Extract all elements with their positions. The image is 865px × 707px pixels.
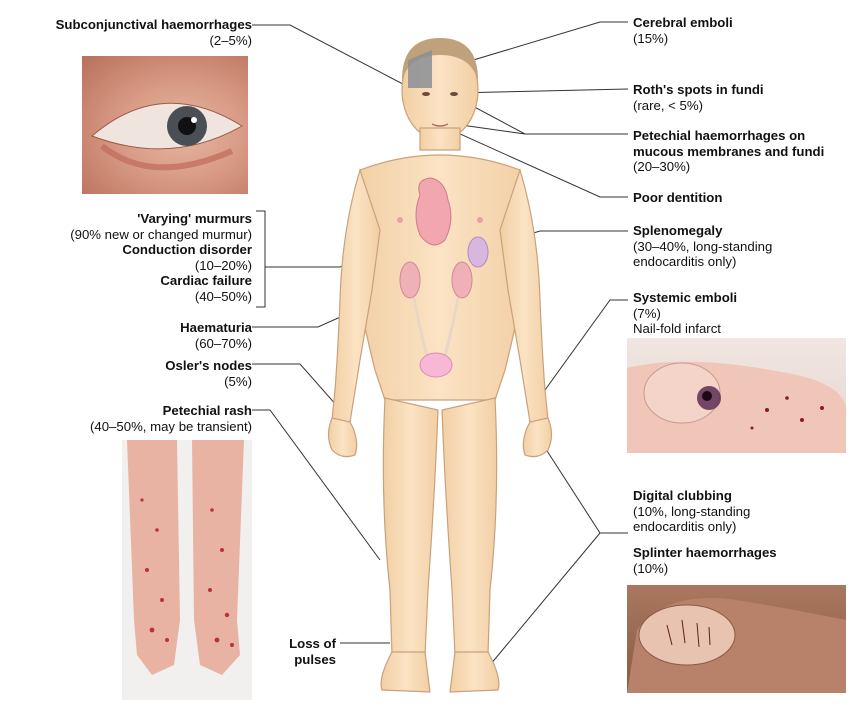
leader-roth — [454, 88, 629, 94]
label-osler: Osler's nodes (5%) — [20, 358, 252, 389]
petechial-mucous-line2: mucous membranes and fundi — [633, 143, 825, 159]
conduction-detail: (10–20%) — [194, 257, 252, 273]
finger-illustration — [627, 361, 846, 453]
cardiac-failure-detail: (40–50%) — [194, 288, 252, 304]
loss-of-pulses-line1: Loss of — [289, 636, 336, 651]
label-splinter: Splinter haemorrhages (10%) — [633, 545, 777, 576]
leader-systemic-emboli — [544, 299, 628, 391]
varying-murmurs-title: 'Varying' murmurs — [137, 211, 252, 226]
label-subconjunctival: Subconjunctival haemorrhages (2–5%) — [20, 17, 252, 48]
cerebral-title: Cerebral emboli — [633, 15, 733, 30]
cerebral-detail: (15%) — [633, 30, 669, 46]
nailfold-infarct-photo — [627, 338, 846, 453]
leader-petechial-rash — [252, 409, 381, 561]
digital-clubbing-title: Digital clubbing — [633, 488, 732, 503]
kidney-right — [451, 261, 473, 299]
hair — [402, 38, 478, 80]
splenomegaly-title: Splenomegaly — [633, 223, 723, 238]
eye-photo — [82, 56, 248, 194]
leader-poor-dentition — [437, 123, 628, 198]
eye-illustration — [91, 102, 243, 171]
subconjunctival-title: Subconjunctival haemorrhages — [55, 17, 252, 32]
leader-osler — [252, 363, 346, 416]
loss-of-pulses-line2: pulses — [294, 651, 336, 667]
roth-title: Roth's spots in fundi — [633, 82, 764, 97]
leader-subconjunctival — [252, 24, 421, 94]
bladder — [419, 352, 453, 378]
systemic-emboli-sub: Nail-fold infarct — [633, 321, 721, 336]
label-splenomegaly: Splenomegaly (30–40%, long-standing endo… — [633, 223, 772, 270]
label-digital-clubbing: Digital clubbing (10%, long-standing end… — [633, 488, 750, 535]
body-figure — [327, 38, 553, 693]
splinter-detail: (10%) — [633, 560, 669, 576]
label-petechial-mucous: Petechial haemorrhages on mucous membran… — [633, 128, 824, 175]
label-systemic-emboli: Systemic emboli (7%) Nail-fold infarct — [633, 290, 737, 337]
varying-murmurs-detail: (90% new or changed murmur) — [70, 226, 252, 242]
subconjunctival-detail: (2–5%) — [209, 32, 252, 48]
haematuria-title: Haematuria — [180, 320, 252, 335]
systemic-emboli-detail: (7%) — [633, 305, 661, 321]
heart — [415, 177, 452, 246]
label-loss-of-pulses: Loss of pulses — [250, 636, 336, 667]
kidney-left — [399, 261, 421, 299]
label-cerebral: Cerebral emboli (15%) — [633, 15, 733, 46]
brain-window — [408, 50, 432, 88]
digital-clubbing-detail-line1: (10%, long-standing — [633, 503, 751, 519]
nail-illustration — [627, 598, 846, 693]
splenomegaly-detail-line2: endocarditis only) — [633, 254, 737, 269]
splinter-haemorrhages-photo — [627, 585, 846, 693]
digital-clubbing-detail-line2: endocarditis only) — [633, 519, 737, 534]
petechial-rash-title: Petechial rash — [162, 403, 252, 418]
systemic-emboli-title: Systemic emboli — [633, 290, 738, 305]
splenomegaly-detail-line1: (30–40%, long-standing — [633, 238, 773, 254]
roth-detail: (rare, < 5%) — [633, 97, 703, 113]
haematuria-detail: (60–70%) — [194, 335, 252, 351]
petechial-rash-photo — [122, 440, 252, 700]
osler-title: Osler's nodes — [165, 358, 252, 373]
leader-clubbing-bracket — [489, 439, 628, 666]
leader-cerebral — [429, 21, 628, 74]
cardiac-failure-title: Cardiac failure — [160, 273, 252, 288]
label-petechial-rash: Petechial rash (40–50%, may be transient… — [20, 403, 252, 434]
legs-illustration — [127, 440, 244, 675]
label-roth: Roth's spots in fundi (rare, < 5%) — [633, 82, 764, 113]
label-poor-dentition: Poor dentition — [633, 190, 722, 206]
spleen — [467, 236, 489, 268]
label-haematuria: Haematuria (60–70%) — [20, 320, 252, 351]
petechial-rash-detail: (40–50%, may be transient) — [90, 418, 252, 434]
petechial-mucous-detail: (20–30%) — [633, 159, 691, 174]
splinter-title: Splinter haemorrhages — [633, 545, 777, 560]
label-cardiac-group: 'Varying' murmurs (90% new or changed mu… — [20, 211, 252, 304]
conduction-title: Conduction disorder — [122, 242, 252, 257]
poor-dentition-title: Poor dentition — [633, 190, 723, 205]
petechial-mucous-line1: Petechial haemorrhages on — [633, 128, 806, 143]
osler-detail: (5%) — [224, 373, 252, 389]
